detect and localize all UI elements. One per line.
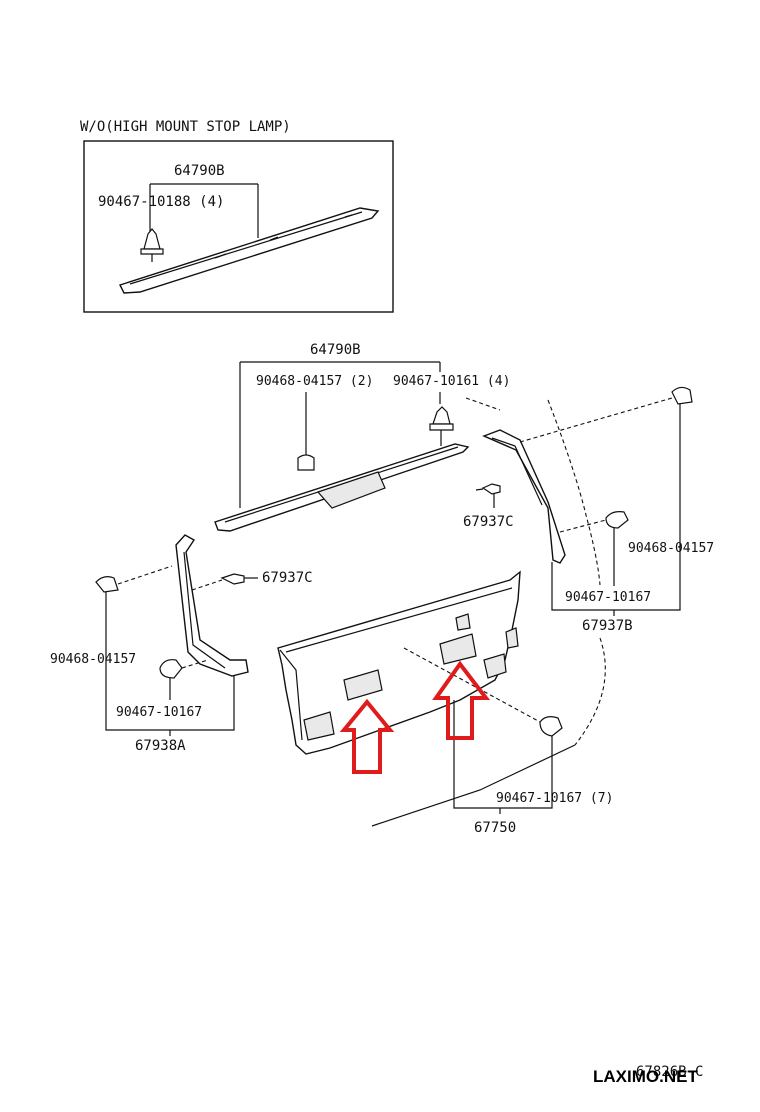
right-clip-b-icon bbox=[605, 511, 629, 529]
top-clip-leaders bbox=[305, 392, 441, 455]
inset-molding-edge bbox=[129, 211, 363, 285]
door-panel-group: 90467-10167 (7) 67750 bbox=[277, 570, 613, 836]
door-panel-pocket-left bbox=[303, 711, 335, 741]
door-panel-left-edge bbox=[279, 649, 303, 741]
left-clip-label[interactable]: 67937C bbox=[262, 570, 313, 586]
left-dash-fastener bbox=[117, 565, 173, 585]
door-panel-opening-right bbox=[439, 633, 477, 665]
inset-leader bbox=[149, 183, 259, 238]
right-fastener-label[interactable]: 90468-04157 bbox=[628, 541, 714, 556]
inset-clip-label[interactable]: 90467-10188 (4) bbox=[98, 194, 224, 210]
watermark: LAXIMO.NET bbox=[593, 1067, 698, 1086]
right-dash-clip bbox=[559, 519, 607, 533]
door-panel-pocket-right bbox=[483, 653, 507, 679]
clip-label-a[interactable]: 90468-04157 (2) bbox=[256, 374, 373, 389]
clip-label-b[interactable]: 90467-10161 (4) bbox=[393, 374, 510, 389]
left-trim-group: 90468-04157 67937C 90467-10167 67938A bbox=[50, 534, 313, 754]
right-dash-curve-b bbox=[574, 637, 606, 746]
right-dash-top bbox=[465, 397, 501, 411]
left-fastener-label[interactable]: 90468-04157 bbox=[50, 652, 136, 667]
right-clip-label[interactable]: 67937C bbox=[463, 514, 514, 530]
left-clip-b-label[interactable]: 90467-10167 bbox=[116, 705, 202, 720]
right-trim-edge bbox=[491, 437, 543, 506]
door-panel-clip-mount bbox=[455, 613, 471, 631]
door-panel-opening-left bbox=[343, 669, 383, 701]
inset-frame bbox=[83, 140, 394, 313]
right-dash-curve-a bbox=[547, 399, 601, 586]
left-dash-small-clip bbox=[191, 579, 223, 591]
clip-b-icon bbox=[429, 406, 454, 446]
door-panel-top-edge bbox=[285, 587, 513, 653]
top-molding-center-plate bbox=[316, 471, 386, 509]
inset-part-label[interactable]: 64790B bbox=[174, 163, 225, 179]
top-part-label[interactable]: 64790B bbox=[310, 342, 361, 358]
panel-clip-icon bbox=[539, 716, 563, 737]
highlight-arrow-right bbox=[432, 660, 491, 740]
highlight-arrow-left bbox=[339, 698, 395, 774]
panel-bracket bbox=[453, 700, 553, 809]
right-small-clip-icon bbox=[475, 483, 501, 495]
left-fastener-icon bbox=[95, 576, 119, 593]
panel-clip-label[interactable]: 90467-10167 (7) bbox=[496, 791, 613, 806]
highlight-arrows bbox=[339, 660, 491, 774]
right-bracket bbox=[551, 404, 681, 611]
top-bracket bbox=[239, 361, 441, 508]
left-dash-clip-b bbox=[181, 659, 209, 669]
inset-clip-icon bbox=[140, 228, 164, 262]
inset-box: W/O(HIGH MOUNT STOP LAMP) 64790B 90467-1… bbox=[80, 119, 394, 313]
panel-label[interactable]: 67750 bbox=[474, 820, 516, 836]
panel-dash-clip bbox=[403, 647, 541, 723]
right-trim-piece bbox=[482, 429, 566, 564]
top-molding-group: 64790B 90468-04157 (2) 90467-10161 (4) bbox=[214, 342, 510, 532]
right-clip-b-label[interactable]: 90467-10167 bbox=[565, 590, 651, 605]
clip-a-icon bbox=[297, 454, 315, 471]
door-body-line bbox=[371, 744, 576, 827]
door-panel-side-tab bbox=[505, 627, 519, 649]
right-top-fastener-icon bbox=[671, 386, 693, 405]
left-small-clip-icon bbox=[220, 573, 258, 585]
inset-molding-strip bbox=[119, 207, 380, 294]
inset-molding-tabs bbox=[214, 214, 353, 259]
left-trim-label[interactable]: 67938A bbox=[135, 738, 186, 754]
left-trim-edge bbox=[183, 551, 226, 669]
left-trim-piece bbox=[175, 534, 249, 677]
right-dash-to-fastener bbox=[519, 397, 673, 443]
inset-title: W/O(HIGH MOUNT STOP LAMP) bbox=[80, 119, 291, 135]
footer: 67826B-C LAXIMO.NET bbox=[593, 1064, 703, 1086]
left-clip-b-icon bbox=[159, 659, 183, 679]
diagram-code: 67826B-C bbox=[636, 1064, 703, 1080]
right-trim-label[interactable]: 67937B bbox=[582, 618, 633, 634]
right-trim-group: 90468-04157 67937C 90467-10167 67937B bbox=[463, 386, 714, 746]
